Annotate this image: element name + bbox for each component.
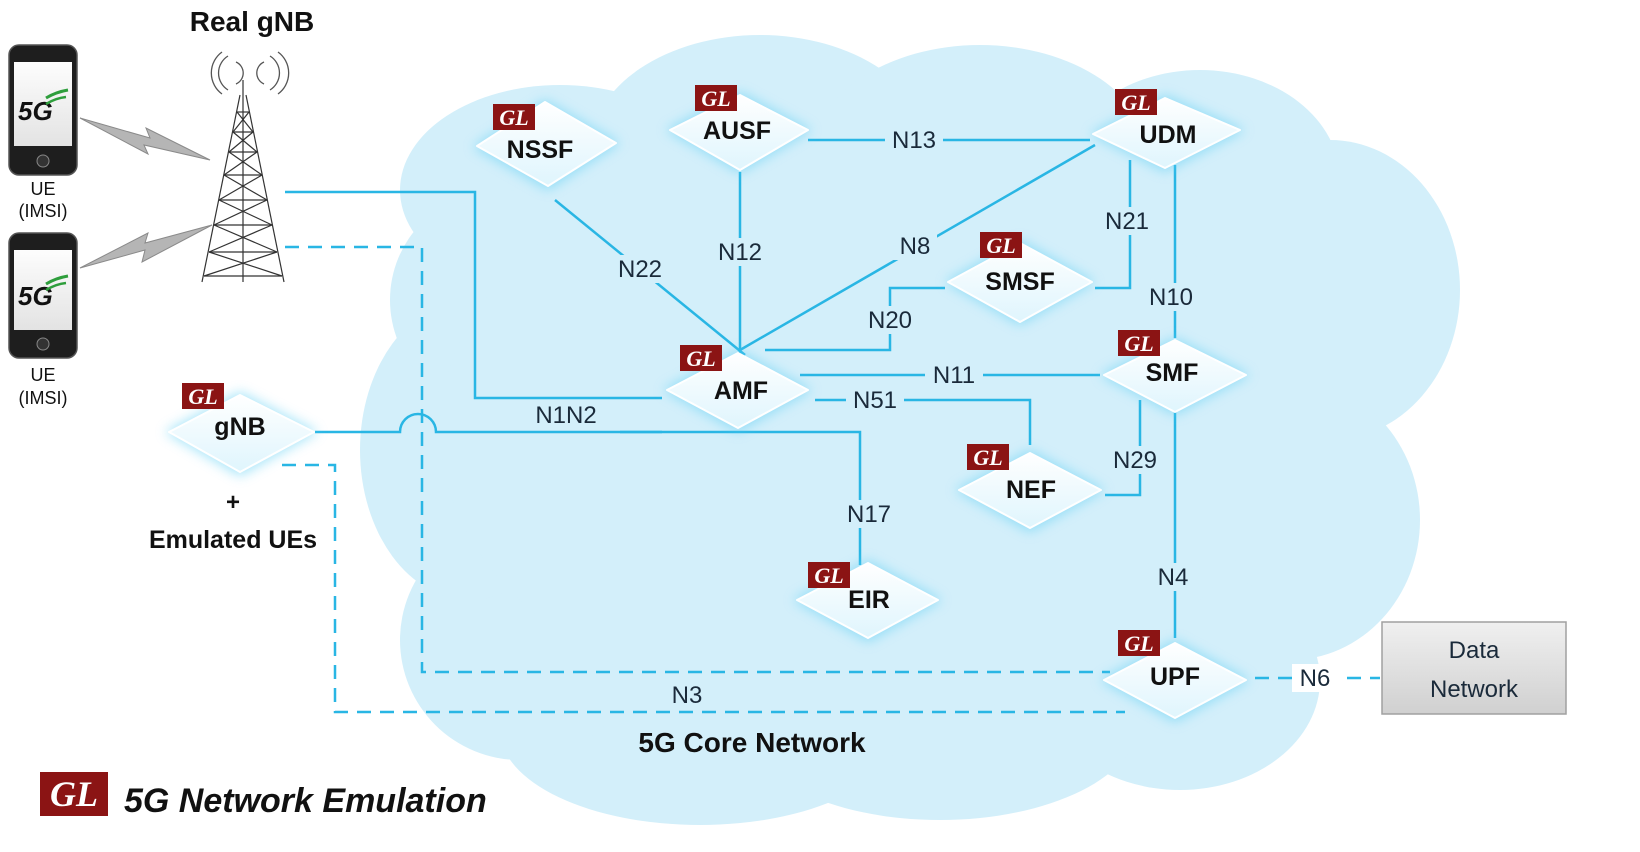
- radio-link-icons: [79, 117, 213, 269]
- gl-logo-eir: GL: [808, 562, 850, 588]
- ue-1-imsi: (IMSI): [19, 201, 68, 221]
- ue-phone-1[interactable]: 5G UE (IMSI): [8, 44, 78, 221]
- dashed-links: [282, 245, 1380, 714]
- ausf-node[interactable]: [669, 94, 809, 171]
- amf-node[interactable]: [666, 352, 809, 429]
- amf-label: AMF: [714, 377, 768, 405]
- svg-text:GL: GL: [188, 384, 217, 409]
- nef-node[interactable]: [958, 452, 1102, 529]
- n11-label: N11: [933, 362, 975, 389]
- antenna-waves-icon: [210, 51, 290, 95]
- footer-brand: GL 5G Network Emulation: [40, 772, 487, 820]
- svg-text:GL: GL: [986, 233, 1015, 258]
- nef-label: NEF: [1006, 476, 1056, 504]
- footer-title: 5G Network Emulation: [124, 782, 487, 820]
- n29-label: N29: [1113, 447, 1157, 474]
- n17-label: N17: [847, 501, 891, 528]
- svg-text:GL: GL: [1124, 631, 1153, 656]
- data-network-line2: Network: [1430, 676, 1519, 703]
- gnb-node[interactable]: [168, 394, 315, 473]
- n21-label: N21: [1105, 208, 1149, 235]
- n1n2-label: N1N2: [535, 402, 596, 429]
- svg-text:GL: GL: [701, 86, 730, 111]
- gl-logos: GL GL GL GL GL GL GL GL GL GL: [182, 85, 1160, 656]
- smf-label: SMF: [1146, 359, 1199, 387]
- svg-text:GL: GL: [499, 105, 528, 130]
- svg-text:GL: GL: [1121, 90, 1150, 115]
- gl-logo-ausf: GL: [695, 85, 737, 111]
- real-gnb-title: Real gNB: [190, 6, 314, 37]
- gl-logo-udm: GL: [1115, 89, 1157, 115]
- ausf-label: AUSF: [703, 117, 771, 145]
- node-labels: NSSF AUSF UDM SMSF AMF SMF NEF EIR UPF g…: [214, 117, 1200, 691]
- smf-node[interactable]: [1103, 339, 1247, 413]
- n4-label: N4: [1158, 564, 1189, 591]
- core-network-label: 5G Core Network: [638, 727, 866, 758]
- n13-label: N13: [892, 127, 936, 154]
- data-network-line1: Data: [1449, 637, 1500, 664]
- udm-node[interactable]: [1092, 97, 1241, 169]
- n8-label: N8: [900, 233, 931, 260]
- gl-logo-smf: GL: [1118, 330, 1160, 356]
- n12-label: N12: [718, 239, 762, 266]
- ue-2-5g-badge: 5G: [18, 281, 53, 311]
- gl-logo-amf: GL: [680, 345, 722, 371]
- ue-1-5g-badge: 5G: [18, 96, 53, 126]
- ue-phone-2[interactable]: 5G UE (IMSI): [8, 232, 78, 408]
- n10-label: N10: [1149, 284, 1193, 311]
- n3-label: N3: [672, 682, 703, 709]
- n22-label: N22: [618, 256, 662, 283]
- real-gnb-tower: Real gNB: [190, 6, 314, 283]
- core-network-cloud: [360, 35, 1460, 825]
- gl-logo-nef: GL: [967, 444, 1009, 470]
- eir-label: EIR: [848, 586, 890, 614]
- gl-logo-gnb: GL: [182, 383, 224, 409]
- gnb-label: gNB: [214, 413, 265, 441]
- smsf-label: SMSF: [985, 268, 1054, 296]
- upf-node[interactable]: [1103, 642, 1247, 719]
- data-network-box[interactable]: Data Network: [1381, 621, 1567, 715]
- svg-text:GL: GL: [1124, 331, 1153, 356]
- ue-2-imsi: (IMSI): [19, 388, 68, 408]
- gl-logo-nssf: GL: [493, 104, 535, 130]
- svg-text:GL: GL: [814, 563, 843, 588]
- emulated-ues-label: Emulated UEs: [149, 526, 317, 554]
- n20-label: N20: [868, 307, 912, 334]
- interface-labels: N13 N12 N22 N8 N21 N20 N10 N11 N51 N1N2 …: [525, 126, 1338, 709]
- ue-2-label: UE: [30, 365, 55, 385]
- udm-label: UDM: [1140, 121, 1197, 149]
- footer-gl-logo: GL: [50, 774, 98, 814]
- svg-text:GL: GL: [686, 346, 715, 371]
- gl-logo-smsf: GL: [980, 232, 1022, 258]
- emulated-plus: +: [226, 489, 240, 516]
- n6-label: N6: [1300, 665, 1331, 692]
- ue-1-label: UE: [30, 179, 55, 199]
- svg-text:GL: GL: [973, 445, 1002, 470]
- nssf-node[interactable]: [476, 101, 617, 187]
- tower-lattice-icon: [201, 80, 285, 283]
- gl-logo-upf: GL: [1118, 630, 1160, 656]
- upf-label: UPF: [1150, 663, 1200, 691]
- n51-label: N51: [853, 387, 897, 414]
- nssf-label: NSSF: [507, 136, 574, 164]
- smsf-node[interactable]: [947, 242, 1093, 323]
